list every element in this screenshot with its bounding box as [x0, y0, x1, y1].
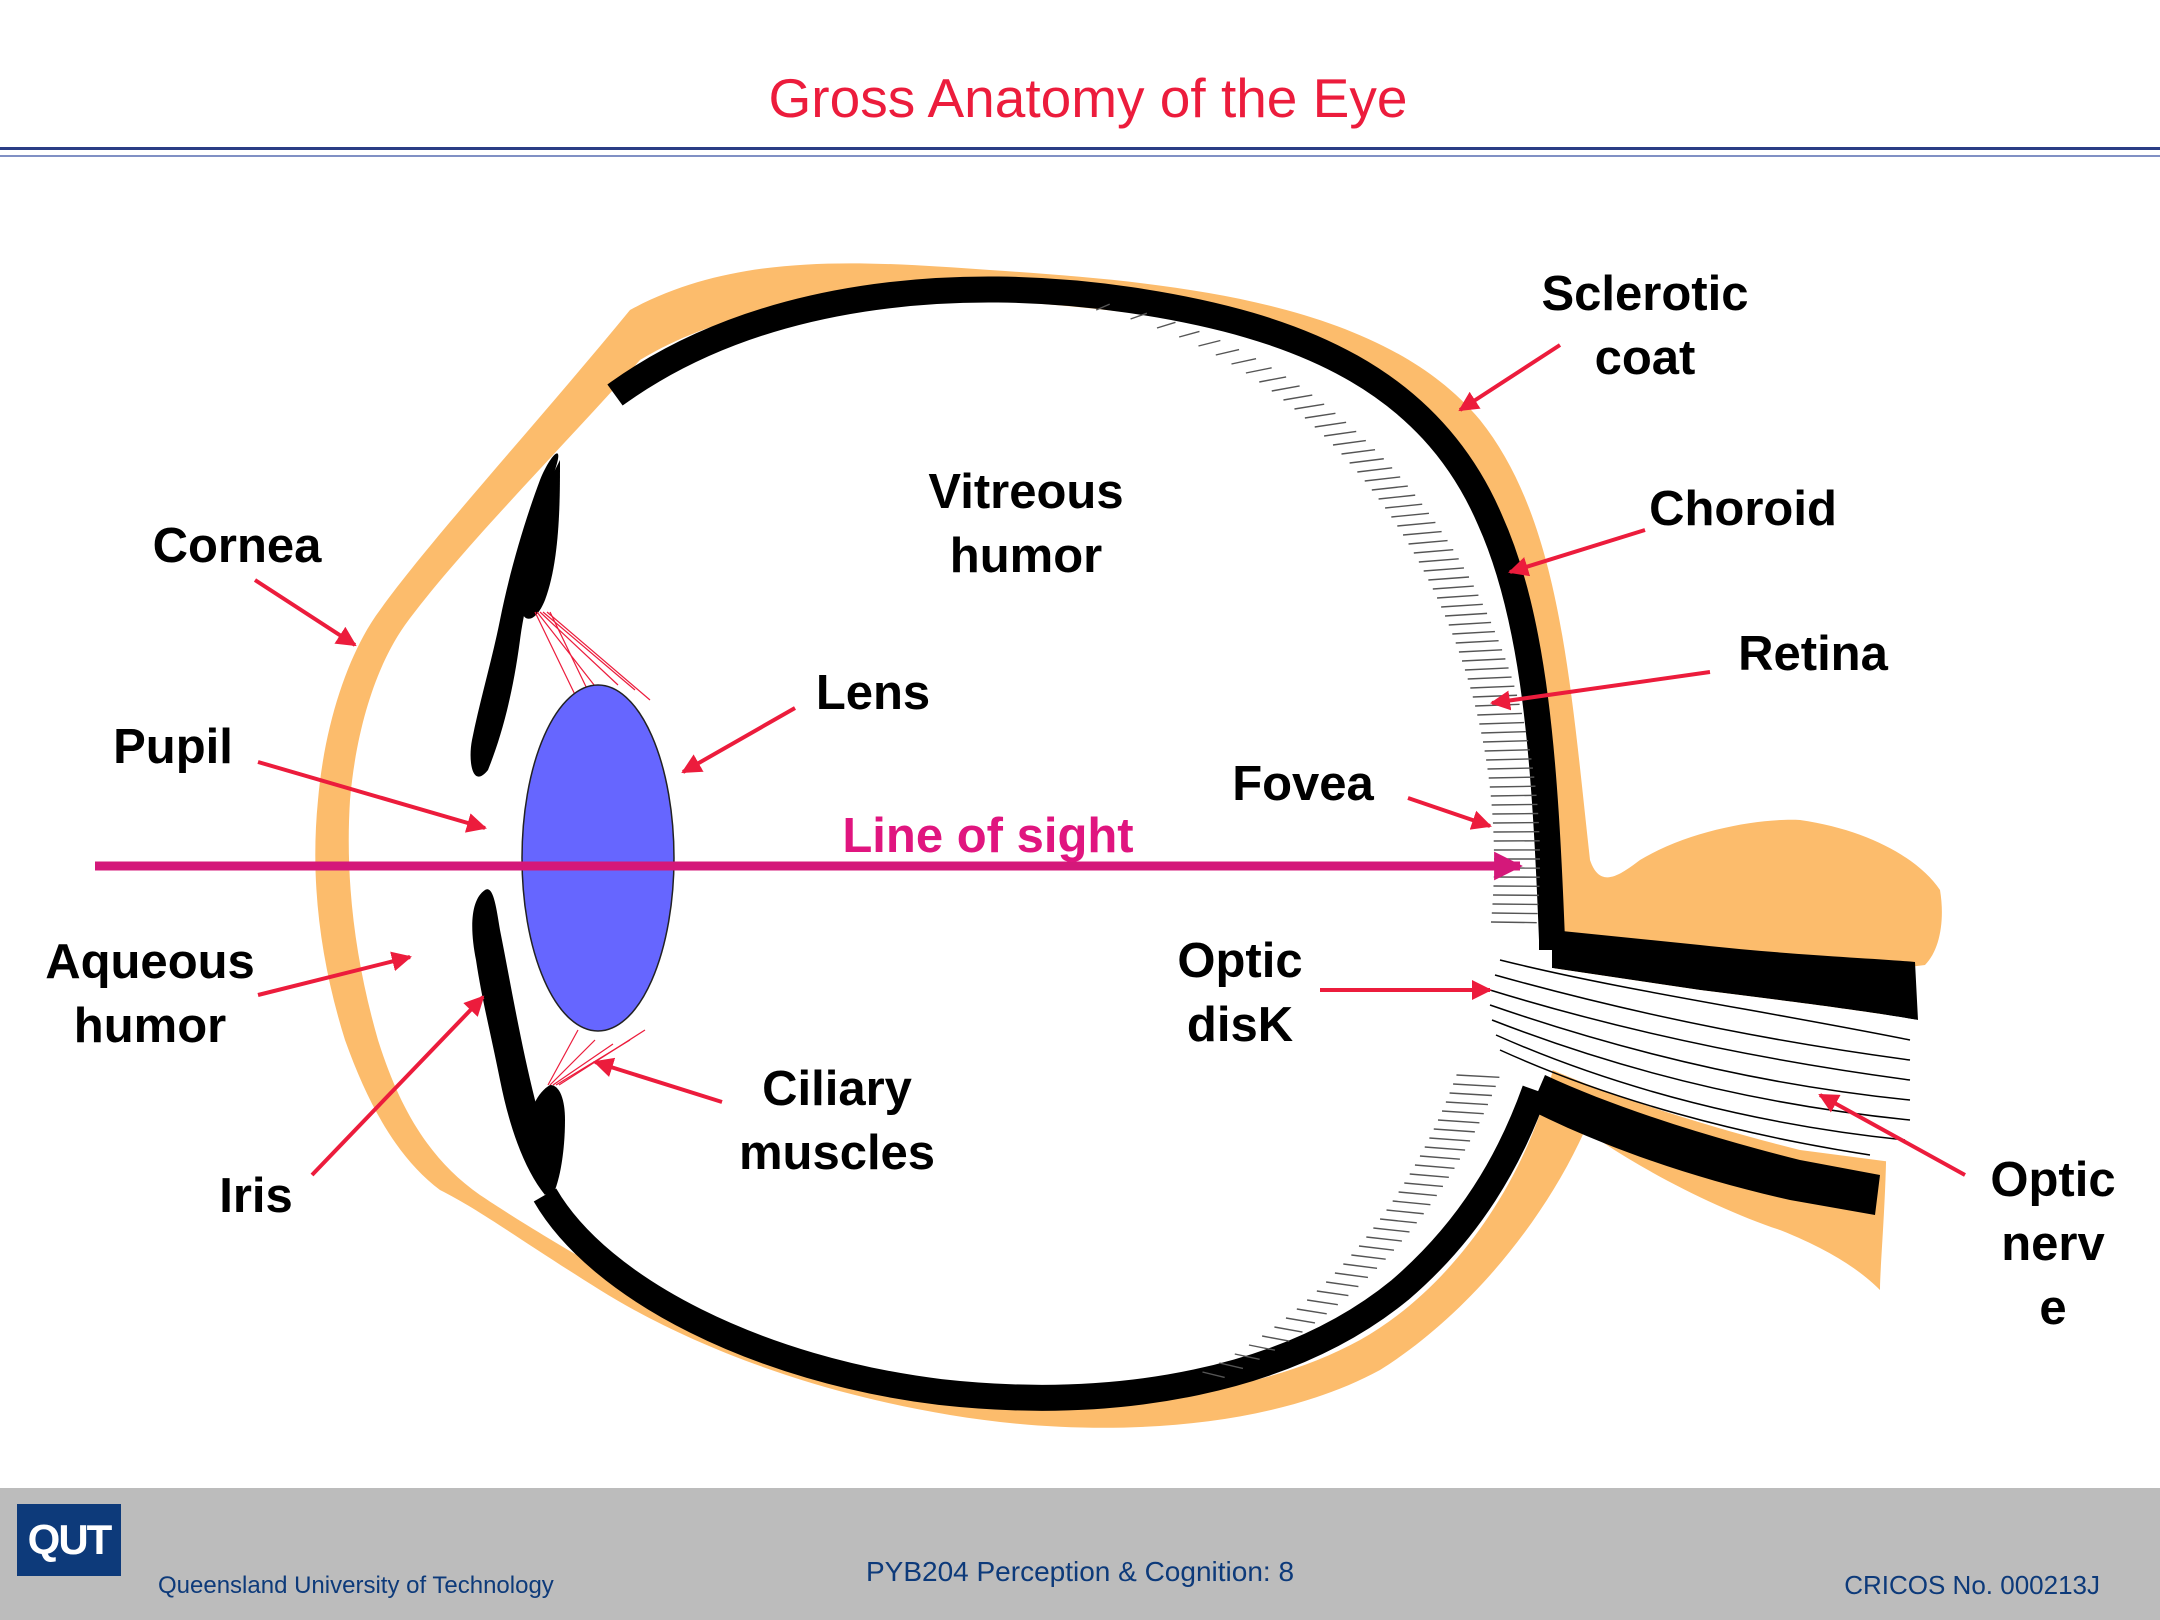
footer-course: PYB204 Perception & Cognition: 8 [865, 1556, 1295, 1587]
label-lens: Lens [816, 666, 930, 720]
label-iris: Iris [219, 1169, 293, 1223]
label-choroid: Choroid [1649, 482, 1837, 536]
optic-nerve-sheath-upper [1552, 930, 1918, 1020]
choroid [607, 276, 1565, 950]
arrow-ciliary-muscles [593, 1057, 723, 1104]
label-arrows [253, 343, 1966, 1177]
label-retina: Retina [1738, 627, 1889, 681]
footer-cricos: CRICOS No. 000213J [1844, 1570, 2100, 1600]
eye-cavity [348, 296, 1555, 1400]
ciliary-body-lower [528, 1085, 565, 1200]
choroid-lower [533, 1085, 1548, 1411]
label-fovea: Fovea [1232, 757, 1374, 811]
zonule-fibers [534, 611, 651, 1086]
arrow-cornea [253, 578, 357, 647]
optic-nerve-sheath-lower [1530, 1075, 1880, 1215]
arrow-choroid [1508, 528, 1646, 577]
label-cornea: Cornea [153, 519, 323, 573]
slide-title: Gross Anatomy of the Eye [768, 67, 1408, 129]
arrow-lens [681, 706, 796, 774]
arrow-aqueous-humor [257, 951, 412, 997]
footer-bar: QUT Queensland University of Technology … [0, 1488, 2160, 1620]
retina [1095, 303, 1540, 1379]
lens [521, 684, 675, 1032]
title-rule-dark [0, 147, 2160, 150]
qut-logo: QUT [17, 1504, 121, 1576]
label-pupil: Pupil [113, 720, 233, 774]
arrow-iris [310, 995, 485, 1177]
footer-university: Queensland University of Technology [158, 1572, 554, 1599]
optic-nerve [1548, 968, 1918, 1165]
arrow-retina [1490, 670, 1711, 711]
arrow-optic-nerve [1818, 1093, 1966, 1177]
arrow-pupil [257, 760, 487, 833]
optic-nerve-fibers [1489, 959, 1911, 1156]
iris-lower [472, 889, 548, 1195]
title-rule-light [0, 155, 2160, 157]
arrow-fovea [1407, 796, 1492, 830]
label-line-of-sight: Line of sight [842, 809, 1133, 863]
arrow-sclerotic-coat [1458, 343, 1562, 412]
ciliary-body-upper [520, 460, 560, 619]
